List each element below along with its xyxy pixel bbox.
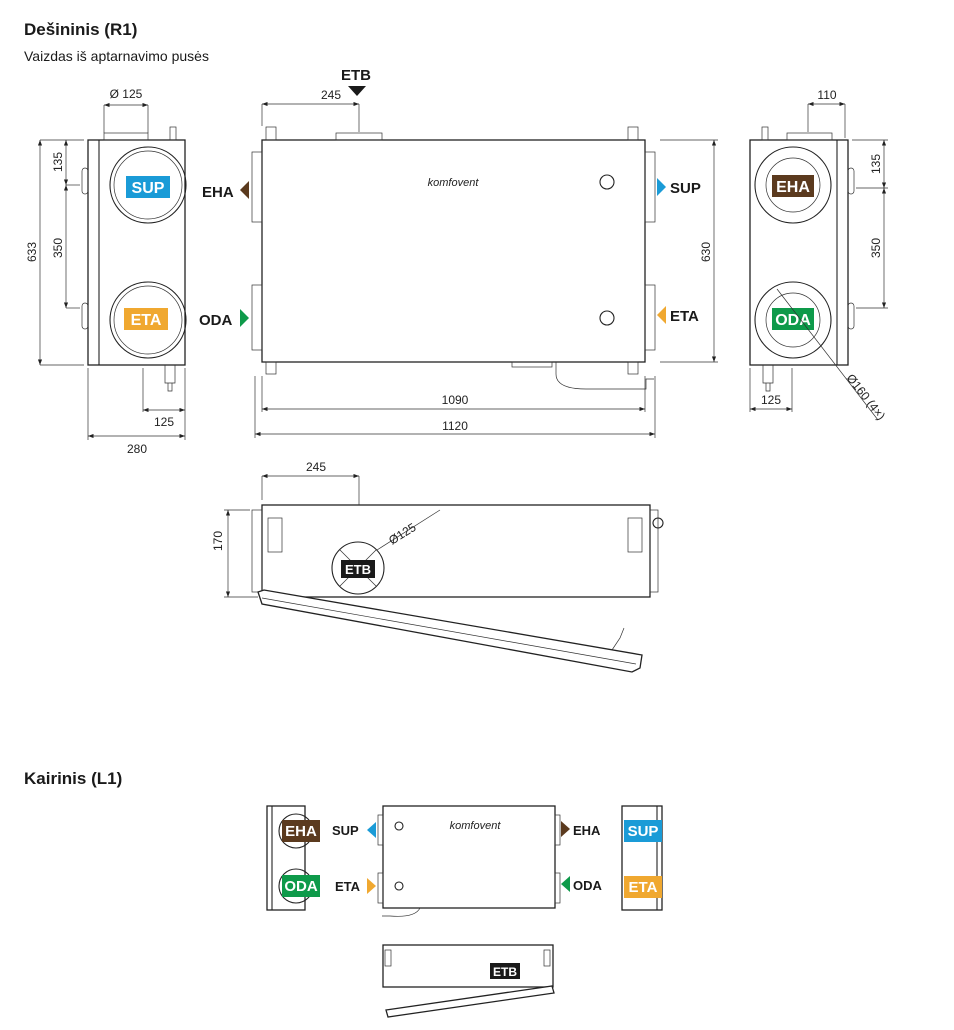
eha-badge-text: EHA bbox=[285, 823, 317, 840]
brand-logo: komfovent bbox=[428, 177, 480, 189]
dim-right-plug: 125 bbox=[761, 393, 781, 407]
etb-badge-text: ETB bbox=[345, 562, 371, 577]
section-title-left: Kairinis (L1) bbox=[24, 769, 123, 788]
eha-badge bbox=[282, 820, 320, 842]
sup-label: SUP bbox=[670, 180, 701, 197]
eha-label: EHA bbox=[202, 184, 234, 201]
dim-right-135: 135 bbox=[869, 154, 883, 174]
eta-arrow-icon bbox=[657, 306, 666, 324]
eta-badge-text: ETA bbox=[131, 312, 162, 329]
eta-badge bbox=[624, 876, 662, 898]
etb-label: ETB bbox=[341, 67, 371, 84]
sup-badge bbox=[624, 820, 662, 842]
brand-logo: komfovent bbox=[450, 820, 502, 832]
sup-arrow-icon bbox=[367, 822, 376, 838]
eta-arrow-icon bbox=[367, 878, 376, 894]
r1-front-view: komfovent EHA ODA SUP ETA ETB 245 630 10… bbox=[199, 67, 718, 438]
sup-label: SUP bbox=[332, 823, 359, 838]
oda-arrow-icon bbox=[240, 309, 249, 327]
sup-arrow-icon bbox=[657, 178, 666, 196]
l1-side-view-left: EHA ODA bbox=[266, 805, 320, 911]
sup-badge-text: SUP bbox=[132, 180, 165, 197]
r1-side-view-left: SUP ETA Ø 125 633 135 350 125 280 bbox=[25, 87, 187, 456]
dim-front-total: 1120 bbox=[442, 419, 468, 433]
dim-front-etb: 245 bbox=[321, 88, 341, 102]
oda-badge bbox=[282, 875, 320, 897]
dim-bottom-etb: 245 bbox=[306, 460, 326, 474]
eha-arrow-icon bbox=[561, 821, 570, 837]
dim-side-width: 280 bbox=[127, 442, 147, 456]
etb-badge-text: ETB bbox=[493, 965, 517, 979]
eha-badge bbox=[772, 175, 814, 197]
r1-bottom-view: Ø125 ETB 245 170 bbox=[211, 460, 664, 673]
etb-badge bbox=[490, 963, 520, 979]
dim-side-mid: 350 bbox=[51, 238, 65, 258]
dim-side-top: 135 bbox=[51, 152, 65, 172]
dim-side-duct: Ø 125 bbox=[110, 87, 143, 101]
eha-arrow-icon bbox=[240, 181, 249, 199]
oda-arrow-icon bbox=[561, 876, 570, 892]
dim-bottom-height: 170 bbox=[211, 531, 225, 551]
l1-bottom-view: ETB bbox=[382, 944, 555, 1018]
etb-arrow-icon bbox=[348, 86, 366, 96]
section-title-right: Dešininis (R1) bbox=[24, 20, 138, 39]
oda-badge-text: ODA bbox=[775, 312, 811, 329]
dim-side-height: 633 bbox=[25, 242, 39, 262]
r1-side-view-right: EHA ODA Ø160 (4×) 110 135 350 125 bbox=[749, 88, 889, 423]
l1-front-view: komfovent SUP ETA EHA ODA bbox=[332, 805, 603, 917]
oda-label: ODA bbox=[573, 878, 603, 893]
dim-front-height: 630 bbox=[699, 242, 713, 262]
oda-badge bbox=[772, 308, 814, 330]
eta-label: ETA bbox=[670, 308, 699, 325]
lock-knob-icon bbox=[599, 174, 615, 190]
oda-label: ODA bbox=[199, 312, 233, 329]
dim-right-duct: Ø160 (4×) bbox=[844, 371, 889, 422]
section-subtitle: Vaizdas iš aptarnavimo pusės bbox=[24, 48, 209, 64]
eta-badge bbox=[124, 308, 168, 330]
oda-badge-text: ODA bbox=[284, 878, 318, 895]
eha-label: EHA bbox=[573, 823, 601, 838]
etb-badge bbox=[341, 560, 375, 578]
dim-right-top: 110 bbox=[817, 88, 836, 102]
eta-label: ETA bbox=[335, 879, 361, 894]
dim-side-plug: 125 bbox=[154, 415, 174, 429]
eha-badge-text: EHA bbox=[776, 179, 810, 196]
dim-right-350: 350 bbox=[869, 238, 883, 258]
sup-badge bbox=[126, 176, 170, 198]
lock-knob-icon bbox=[599, 310, 615, 326]
eta-badge-text: ETA bbox=[629, 879, 658, 896]
dim-front-inner: 1090 bbox=[442, 393, 469, 407]
sup-badge-text: SUP bbox=[628, 823, 659, 840]
l1-side-view-right: SUP ETA bbox=[621, 805, 663, 911]
